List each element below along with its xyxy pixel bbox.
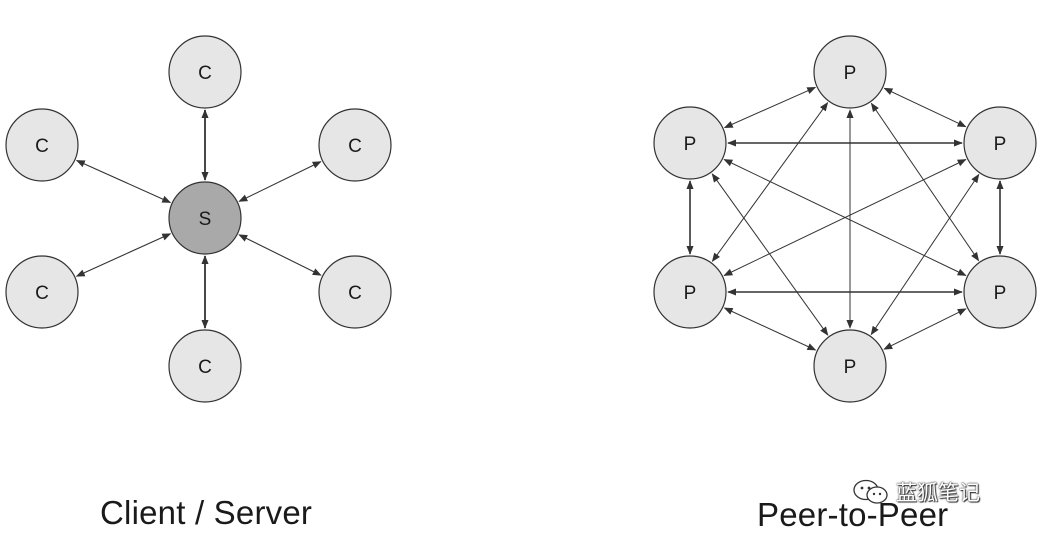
server-node-label: S — [199, 209, 212, 230]
client-server-caption: Client / Server — [100, 494, 313, 531]
client-node-label: C — [198, 63, 212, 84]
peer-node-circle — [653, 106, 727, 180]
peer-node-label: P — [684, 283, 697, 304]
client-node-circle — [318, 108, 392, 182]
peer-node-circle — [963, 255, 1037, 329]
peer-link — [883, 87, 967, 128]
watermark-text: 蓝狐笔记 — [896, 481, 980, 505]
peer-node-circle — [813, 329, 887, 403]
client-server-link — [75, 159, 172, 204]
peer-node-circle — [813, 35, 887, 109]
peer-node-label: P — [994, 134, 1007, 155]
peer-node-label: P — [844, 357, 857, 378]
peer-node-label: P — [994, 283, 1007, 304]
wechat-icon — [853, 479, 888, 504]
client-node-circle — [5, 108, 79, 182]
client-node: C — [168, 35, 242, 109]
client-server-links — [75, 109, 322, 329]
server-node: S — [168, 181, 242, 255]
client-node-label: C — [348, 283, 362, 304]
client-node-circle — [318, 255, 392, 329]
peer-node: P — [653, 255, 727, 329]
peer-link — [870, 102, 980, 262]
peer-link — [711, 173, 829, 336]
client-server-link — [238, 161, 322, 202]
peer-node: P — [963, 255, 1037, 329]
peer-node-label: P — [684, 134, 697, 155]
peer-node-circle — [963, 106, 1037, 180]
peer-link — [723, 86, 817, 129]
client-node-label: C — [35, 136, 49, 157]
watermark: 蓝狐笔记 — [852, 477, 980, 507]
peer-node-label: P — [844, 63, 857, 84]
client-node: C — [5, 255, 79, 329]
peer-to-peer-caption: Peer-to-Peer — [757, 496, 949, 533]
peer-link — [883, 308, 967, 350]
client-node-circle — [168, 329, 242, 403]
peer-link — [870, 173, 980, 336]
peer-to-peer-links — [686, 86, 1004, 351]
peer-node-circle — [653, 255, 727, 329]
peer-node: P — [813, 35, 887, 109]
client-node: C — [318, 255, 392, 329]
client-server-link — [75, 233, 172, 277]
client-node-label: C — [348, 136, 362, 157]
peer-node: P — [813, 329, 887, 403]
client-node-label: C — [198, 357, 212, 378]
peer-to-peer-nodes: P P P P P P — [653, 35, 1037, 403]
client-node-label: C — [35, 283, 49, 304]
peer-node: P — [653, 106, 727, 180]
peer-node: P — [963, 106, 1037, 180]
client-node-circle — [168, 35, 242, 109]
client-node: C — [168, 329, 242, 403]
client-node-circle — [5, 255, 79, 329]
client-node: C — [5, 108, 79, 182]
server-node-circle — [168, 181, 242, 255]
client-server-nodes: S C C C C C C — [5, 35, 392, 403]
client-server-link — [238, 234, 322, 276]
client-node: C — [318, 108, 392, 182]
peer-link — [723, 307, 817, 351]
